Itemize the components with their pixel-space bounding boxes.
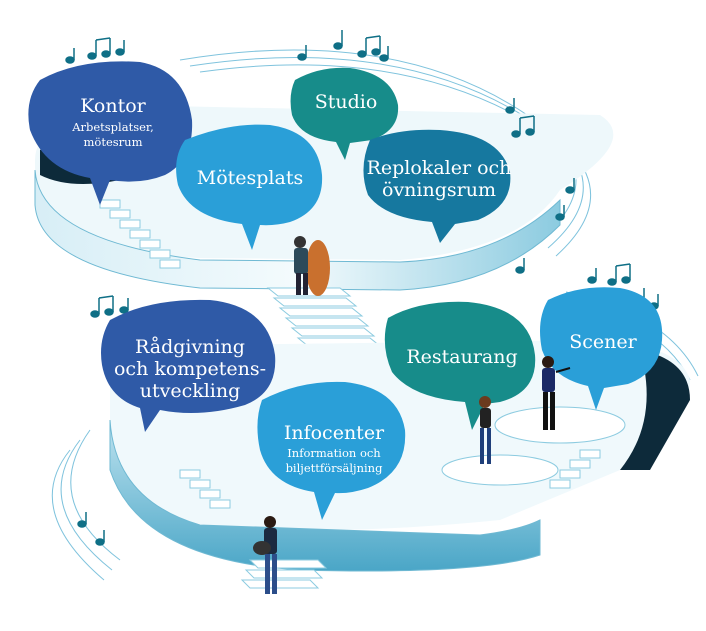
scener-title: Scener [569, 331, 637, 353]
violinist-figure [542, 356, 571, 430]
bubble-radgivning [101, 299, 276, 432]
infocenter-title: Infocenter [283, 422, 385, 444]
studio-title: Studio [314, 91, 378, 113]
replokaler-line2: övningsrum [382, 179, 496, 201]
singer-figure [479, 396, 491, 464]
replokaler-line1: Replokaler och [366, 157, 512, 179]
restaurang-title: Restaurang [406, 346, 518, 368]
bubble-scener [540, 287, 663, 410]
bubble-restaurang [384, 301, 536, 430]
radgivning-line1: Rådgivning [135, 336, 245, 358]
kontor-sub2: mötesrum [83, 135, 143, 149]
bubble-motesplats [176, 124, 323, 250]
bubble-studio [290, 67, 399, 160]
music-note-icon [65, 30, 659, 546]
radgivning-line2: och kompetens- [113, 358, 267, 380]
guitarist-figure [253, 516, 277, 594]
kontor-sub1: Arbetsplatser, [72, 120, 154, 134]
bubble-infocenter [257, 381, 406, 520]
bubble-kontor [28, 61, 193, 205]
motesplats-title: Mötesplats [196, 167, 304, 189]
bubble-replokaler [363, 129, 511, 243]
kontor-title: Kontor [80, 95, 146, 117]
cellist-figure [294, 236, 330, 296]
infocenter-sub2: biljettförsäljning [285, 461, 383, 475]
radgivning-line3: utveckling [139, 380, 241, 402]
lower-stairs [99, 199, 601, 589]
infocenter-sub1: Information och [287, 446, 381, 460]
